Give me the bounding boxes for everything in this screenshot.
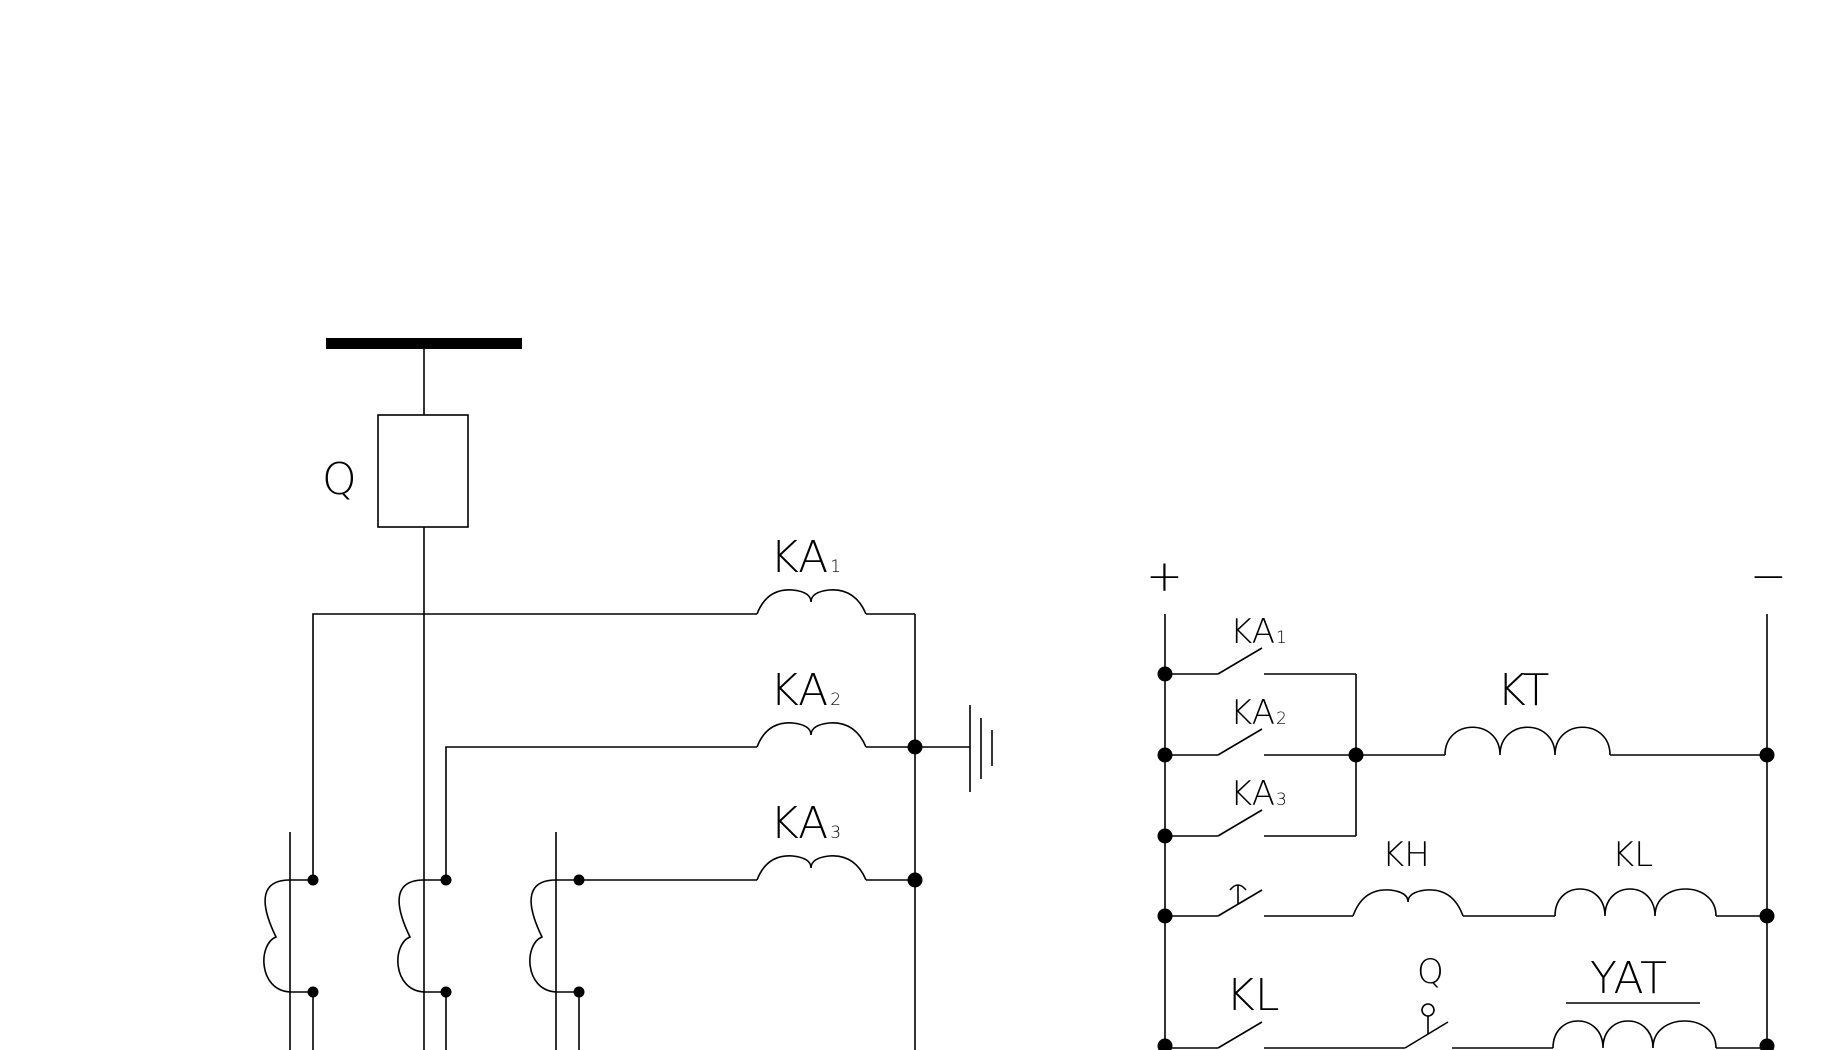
timer-coil-kt xyxy=(1444,726,1611,756)
trip-coil-yat xyxy=(1552,1020,1717,1049)
relay-coil-ka1 xyxy=(756,589,867,615)
ground-symbol xyxy=(915,705,993,792)
relay-coil-ka2 xyxy=(756,722,867,748)
relay-coil-ka3 xyxy=(756,855,867,881)
circuit-breaker-q xyxy=(377,414,469,528)
lockout-relay-kl xyxy=(1554,888,1717,917)
breaker-label: Q xyxy=(322,454,357,505)
current-transformer-b xyxy=(397,879,447,1050)
busbar xyxy=(326,338,522,349)
lockout-contact-kl xyxy=(1165,1021,1405,1049)
signal-relay-kh xyxy=(1352,889,1464,917)
kt-timed-contact xyxy=(1165,884,1353,917)
timer-coil-kt-label: KT xyxy=(1497,665,1549,716)
plus-terminal: + xyxy=(1146,551,1183,602)
contact-ka3 xyxy=(1165,809,1356,837)
lockout-contact-kl-label: KL xyxy=(1226,970,1279,1021)
trip-coil-yat-label: YAT xyxy=(1590,953,1667,1004)
minus-terminal: − xyxy=(1750,551,1787,602)
current-transformer-a xyxy=(263,832,314,1050)
lockout-relay-kl-label: KL xyxy=(1612,835,1653,875)
contact-ka1-label: KA1 xyxy=(1230,612,1287,652)
contact-ka2-label: KA2 xyxy=(1230,693,1287,733)
breaker-aux-contact-q xyxy=(1404,1003,1553,1049)
control-circuit: + − KA1 KA2 KA3 xyxy=(1146,551,1787,1050)
current-transformer-c xyxy=(529,832,580,1050)
contact-ka3-label: KA3 xyxy=(1230,774,1287,814)
contact-ka1 xyxy=(1165,647,1356,675)
signal-relay-kh-label: KH xyxy=(1382,835,1430,875)
breaker-aux-q-label: Q xyxy=(1417,952,1444,992)
contact-ka2 xyxy=(1165,728,1356,756)
